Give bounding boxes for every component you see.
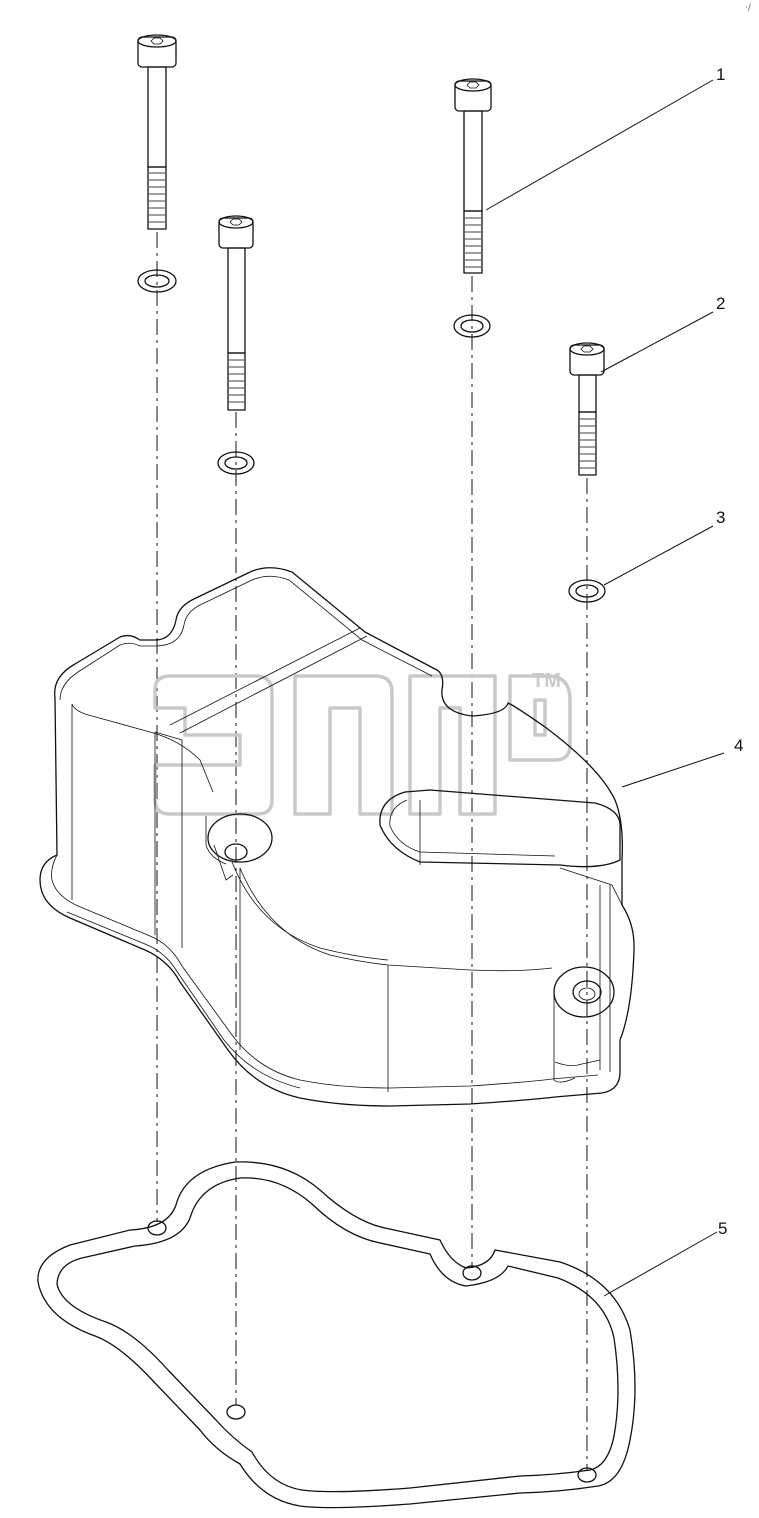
leader-1 [485,79,714,211]
gasket [37,1161,636,1509]
callout-label-5: 5 [718,1219,727,1238]
callout-label-1: 1 [716,65,725,84]
trademark-mark: TM [532,670,561,692]
leader-5 [603,1231,718,1297]
leader-3 [603,525,714,586]
washer-3 [453,314,491,338]
corner-mark: ·∕ [745,3,752,13]
assembly-center-lines [156,232,588,1470]
callout-label-4: 4 [734,736,743,755]
leader-4 [621,752,725,788]
callout-label-3: 3 [716,508,725,527]
washer-4 [568,579,606,603]
leader-2 [600,311,714,373]
washer-1 [137,269,177,293]
valve-cover [39,567,635,1107]
long-bolt-right [454,78,492,274]
washer-2 [217,451,255,475]
callouts: 1 2 3 4 5 [485,65,743,1297]
watermark-logo: TM [153,670,572,816]
short-bolt [569,342,605,476]
long-bolt-left [137,34,177,230]
washers [137,269,606,603]
callout-label-2: 2 [716,294,725,313]
long-bolt-center-left [218,215,254,411]
